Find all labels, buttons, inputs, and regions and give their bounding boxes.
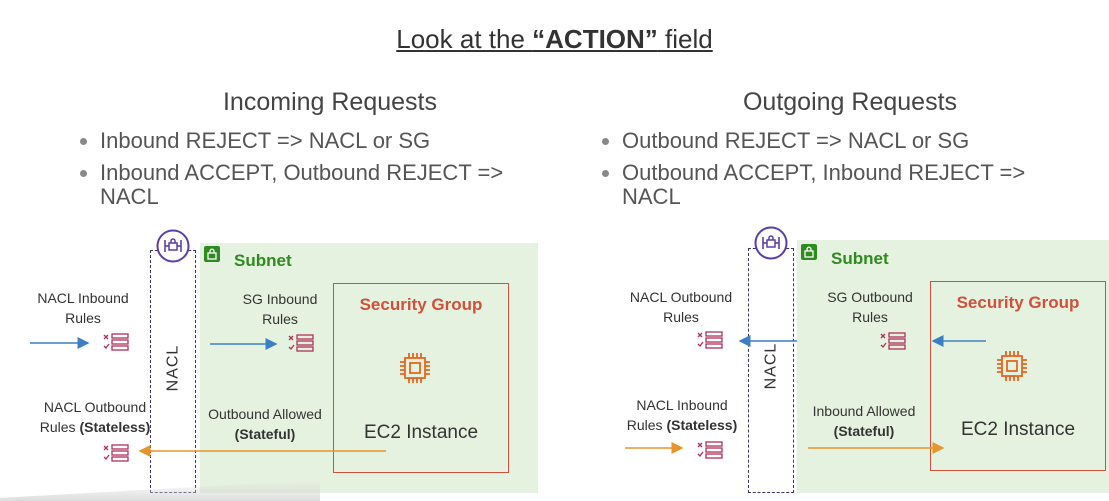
- left-sg-rules: SG Inbound Rules: [242, 291, 318, 327]
- rules-icon: [288, 334, 314, 352]
- right-bullet: Outbound REJECT => NACL or SG: [600, 129, 1070, 153]
- slide-title: Look at the “ACTION” field: [396, 24, 713, 54]
- right-security-group-box: [930, 281, 1106, 471]
- right-allowed-label: Inbound Allowed (Stateful): [812, 403, 916, 439]
- right-nacl-rules-top: NACL Outbound Rules: [629, 289, 733, 325]
- left-bullet: Inbound REJECT => NACL or SG: [78, 129, 548, 153]
- left-heading: Incoming Requests: [222, 88, 437, 116]
- right-bullets: Outbound REJECT => NACL or SG Outbound A…: [600, 129, 1070, 217]
- left-bullet: Inbound ACCEPT, Outbound REJECT => NACL: [78, 161, 520, 209]
- rules-icon: [697, 441, 723, 459]
- left-subnet-label: Subnet: [234, 251, 292, 270]
- right-heading: Outgoing Requests: [742, 88, 958, 116]
- left-nacl-rules-bottom: NACL Outbound Rules (Stateless): [39, 399, 151, 435]
- right-sg-rules: SG Outbound Rules: [827, 289, 913, 325]
- gateway-icon: [754, 226, 788, 260]
- rules-icon: [103, 444, 129, 462]
- right-nacl-rules-bottom: NACL Inbound Rules (Stateless): [626, 397, 738, 433]
- lock-icon: [801, 244, 817, 260]
- ec2-chip-icon: [994, 348, 1030, 384]
- right-security-group-label: Security Group: [956, 293, 1080, 312]
- right-ec2-label: EC2 Instance: [960, 419, 1076, 440]
- left-ec2-label: EC2 Instance: [363, 422, 479, 443]
- lock-icon: [204, 246, 220, 262]
- ec2-chip-icon: [397, 350, 433, 386]
- rules-icon: [697, 331, 723, 349]
- rules-icon: [103, 333, 129, 351]
- right-subnet-area: [797, 240, 1109, 493]
- left-security-group-label: Security Group: [359, 295, 483, 314]
- gateway-icon: [156, 229, 190, 263]
- left-security-group-box: [333, 283, 509, 473]
- left-bullets: Inbound REJECT => NACL or SG Inbound ACC…: [78, 129, 548, 217]
- right-subnet-label: Subnet: [831, 249, 889, 268]
- rules-icon: [880, 332, 906, 350]
- right-bullet: Outbound ACCEPT, Inbound REJECT => NACL: [600, 161, 1052, 209]
- left-allowed-label: Outbound Allowed (Stateful): [208, 406, 322, 442]
- left-nacl-rules-top: NACL Inbound Rules: [37, 290, 129, 326]
